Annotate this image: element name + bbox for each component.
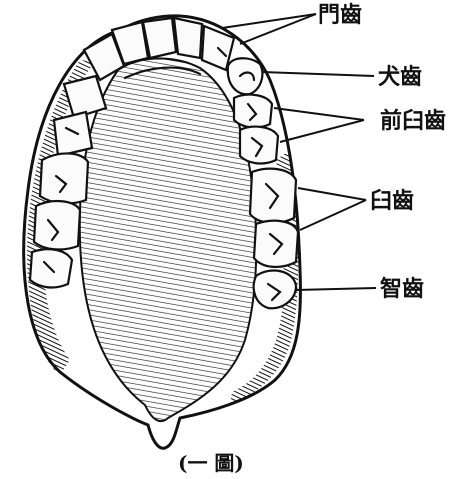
tooth-premolar — [240, 127, 278, 164]
figure-caption: (一 圖) — [178, 451, 244, 475]
tooth-molar — [40, 153, 88, 203]
labels: 門齒 犬齒 前臼齒 臼齒 智齒 — [318, 2, 446, 302]
label-wisdom: 智齒 — [380, 276, 424, 302]
tooth-canine — [228, 58, 263, 94]
tooth-molar — [250, 169, 296, 223]
tooth-premolar — [54, 112, 92, 156]
label-canine: 犬齒 — [378, 64, 422, 90]
tooth-incisor — [174, 18, 202, 58]
label-premolars: 前臼齒 — [380, 108, 446, 134]
label-molars: 臼齒 — [370, 188, 414, 214]
label-incisors: 門齒 — [318, 2, 362, 28]
tooth-molar — [34, 201, 80, 249]
tooth-molar — [254, 221, 298, 267]
